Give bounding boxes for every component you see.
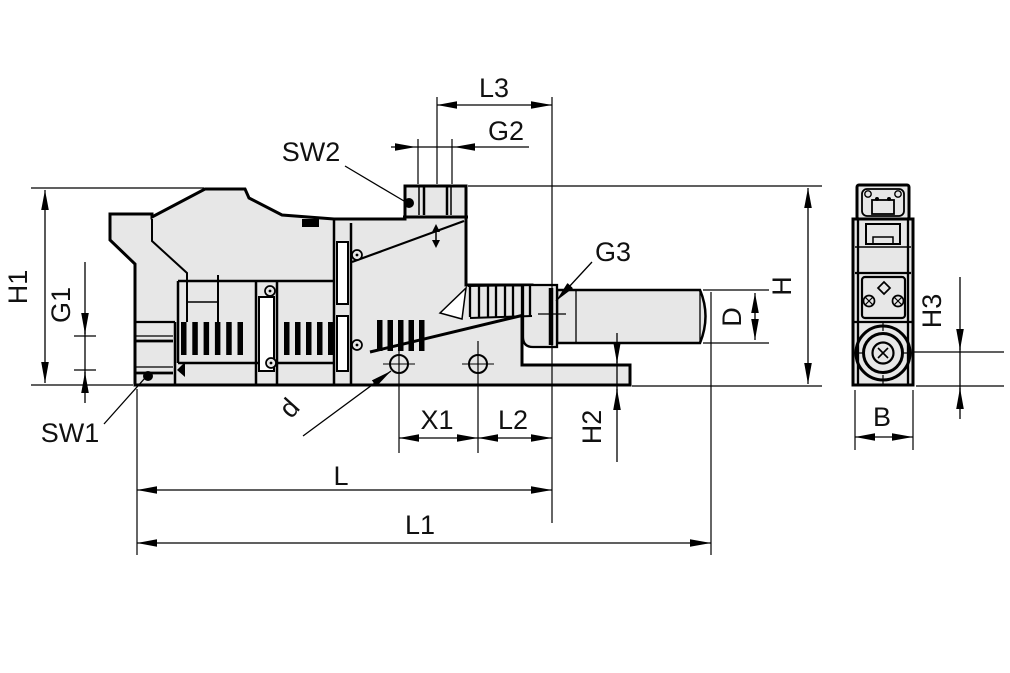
end-rails — [853, 219, 913, 385]
dim-label-l: L — [333, 461, 348, 491]
dim-label-sw1: SW1 — [41, 418, 100, 448]
dim-label-x1: X1 — [420, 405, 453, 435]
leader-sw1 — [103, 377, 146, 425]
dim-label-h: H — [767, 276, 797, 296]
dim-label-l1: L1 — [405, 510, 435, 540]
sw1-hex-boss — [135, 320, 177, 385]
sw1-leader-dot — [143, 371, 153, 381]
diffuser-gap — [438, 285, 468, 320]
dim-label-h2: H2 — [577, 410, 607, 445]
dim-label-h1: H1 — [3, 270, 33, 305]
leader-sw2 — [344, 165, 405, 202]
rib-group-3 — [377, 320, 425, 351]
dim-label-g1: G1 — [46, 287, 76, 323]
end-view — [851, 183, 915, 387]
sw2-hex-facets — [403, 187, 468, 219]
side-view — [108, 184, 707, 387]
dim-label-d-hole: d — [273, 392, 305, 423]
dim-label-g2: G2 — [488, 116, 524, 146]
dim-label-l3: L3 — [479, 73, 509, 103]
g3-nipple — [521, 283, 559, 349]
end-connector-icon — [861, 188, 905, 245]
dim-label-g3: G3 — [595, 237, 631, 267]
internal-lines — [151, 219, 525, 365]
screw-icons — [264, 249, 363, 369]
exhaust-thread-ribs — [467, 284, 533, 319]
leader-d-hole — [302, 370, 392, 437]
spring-indicator-icon — [432, 224, 440, 248]
rib-group-2 — [284, 322, 334, 355]
rib-group-1 — [181, 322, 243, 355]
dimension-labels: L3 G2 SW2 G3 H D H1 G1 SW1 d X1 L2 H2 L … — [3, 73, 947, 540]
leader-g3 — [555, 261, 593, 302]
end-panel — [860, 275, 907, 320]
dim-label-sw2: SW2 — [282, 137, 341, 167]
port-marker — [177, 362, 185, 377]
module-channel-1 — [254, 281, 279, 385]
dim-label-l2: L2 — [498, 405, 528, 435]
dim-label-d: D — [717, 307, 747, 327]
dimension-lines — [41, 101, 964, 547]
vacuum-port-icon — [854, 322, 912, 384]
sw2-leader-dot — [404, 198, 414, 208]
silencer — [555, 288, 707, 345]
dim-label-b: B — [873, 402, 891, 432]
dim-label-h3: H3 — [917, 294, 947, 329]
module-channel-2 — [332, 219, 353, 385]
